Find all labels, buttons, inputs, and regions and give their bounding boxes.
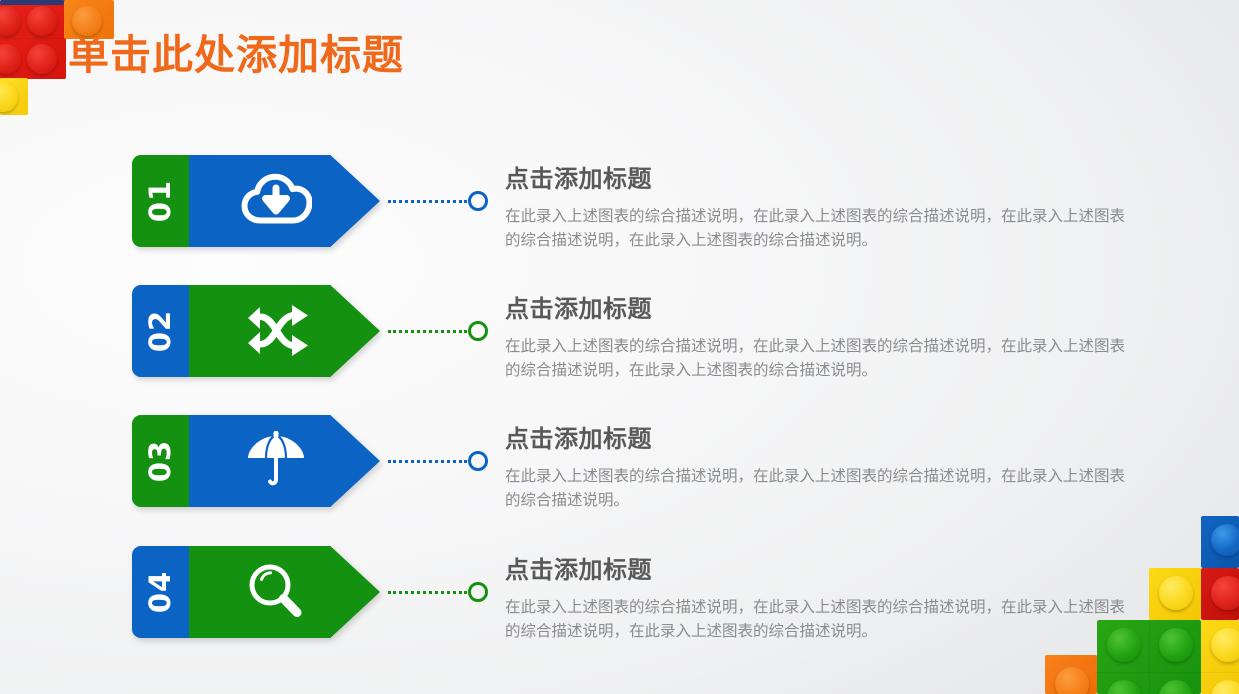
connector-endpoint-circle (468, 321, 488, 341)
page-title: 单击此处添加标题 (68, 32, 404, 78)
step-icon-arrow (189, 415, 380, 507)
step-number: 01 (143, 179, 178, 223)
lego-stud (1211, 680, 1239, 694)
lego-seam (1149, 620, 1150, 694)
step-heading: 点击添加标题 (505, 557, 652, 584)
lego-brick-yellow (1201, 620, 1239, 694)
lego-stud (1159, 680, 1193, 694)
lego-seam (0, 38, 66, 39)
lego-stud (1211, 524, 1239, 556)
lego-stud (1107, 680, 1141, 694)
step-description: 在此录入上述图表的综合描述说明，在此录入上述图表的综合描述说明，在此录入上述图表… (505, 207, 1126, 250)
lego-brick-orange (64, 0, 114, 39)
step-tag[interactable]: 02 (132, 285, 380, 377)
connector-endpoint-circle (468, 582, 488, 602)
step-connector (388, 190, 488, 212)
step-text-block: 点击添加标题 在此录入上述图表的综合描述说明，在此录入上述图表的综合描述说明，在… (505, 166, 1145, 252)
connector-endpoint-circle (468, 191, 488, 211)
step-description: 在此录入上述图表的综合描述说明，在此录入上述图表的综合描述说明，在此录入上述图表… (505, 467, 1126, 510)
lego-stud (72, 6, 102, 36)
step-number-block: 03 (132, 415, 189, 507)
step-tag[interactable]: 03 (132, 415, 380, 507)
step-text-block: 点击添加标题 在此录入上述图表的综合描述说明，在此录入上述图表的综合描述说明，在… (505, 557, 1145, 643)
lego-edge-navy (0, 0, 64, 5)
lego-seam (1097, 672, 1201, 673)
step-number: 03 (143, 439, 178, 483)
connector-line (388, 459, 467, 463)
lego-stud (1211, 628, 1239, 662)
step-number-block: 04 (132, 546, 189, 638)
step-description: 在此录入上述图表的综合描述说明，在此录入上述图表的综合描述说明，在此录入上述图表… (505, 598, 1126, 641)
shuffle-arrows-icon (247, 305, 308, 356)
lego-brick-red (0, 0, 66, 79)
step-connector (388, 320, 488, 342)
step-heading: 点击添加标题 (505, 426, 652, 453)
lego-stud (1055, 667, 1089, 694)
lego-stud (0, 82, 18, 112)
step-description: 在此录入上述图表的综合描述说明，在此录入上述图表的综合描述说明，在此录入上述图表… (505, 337, 1126, 380)
connector-line (388, 199, 467, 203)
lego-stud (1159, 576, 1193, 610)
lego-brick-red (1201, 568, 1239, 620)
step-icon-arrow (189, 285, 380, 377)
lego-brick-blue (1201, 516, 1239, 568)
connector-line (388, 329, 467, 333)
step-text-block: 点击添加标题 在此录入上述图表的综合描述说明，在此录入上述图表的综合描述说明，在… (505, 296, 1145, 382)
lego-stud (1211, 576, 1239, 610)
step-tag[interactable]: 04 (132, 546, 380, 638)
step-connector (388, 581, 488, 603)
magnifier-icon (249, 564, 301, 617)
step-text-block: 点击添加标题 在此录入上述图表的综合描述说明，在此录入上述图表的综合描述说明，在… (505, 426, 1145, 512)
step-number: 02 (143, 309, 178, 353)
lego-stud (1159, 628, 1193, 662)
step-heading: 点击添加标题 (505, 166, 652, 193)
lego-stud (0, 6, 21, 36)
step-number-block: 01 (132, 155, 189, 247)
lego-seam (1201, 672, 1239, 673)
step-connector (388, 450, 488, 472)
lego-brick-yellow (0, 78, 28, 115)
lego-brick-yellow (1149, 568, 1201, 620)
step-heading: 点击添加标题 (505, 296, 652, 323)
cloud-download-icon (241, 173, 312, 224)
step-icon-arrow (189, 155, 380, 247)
lego-brick-orange (1045, 655, 1097, 694)
lego-stud (27, 44, 57, 74)
connector-line (388, 590, 467, 594)
lego-stud (0, 44, 21, 74)
step-tag[interactable]: 01 (132, 155, 380, 247)
lego-stud (1107, 628, 1141, 662)
step-icon-arrow (189, 546, 380, 638)
umbrella-icon (247, 431, 304, 486)
lego-stud (27, 6, 57, 36)
lego-brick-green (1097, 620, 1201, 694)
step-number-block: 02 (132, 285, 189, 377)
connector-endpoint-circle (468, 451, 488, 471)
step-number: 04 (143, 570, 178, 614)
